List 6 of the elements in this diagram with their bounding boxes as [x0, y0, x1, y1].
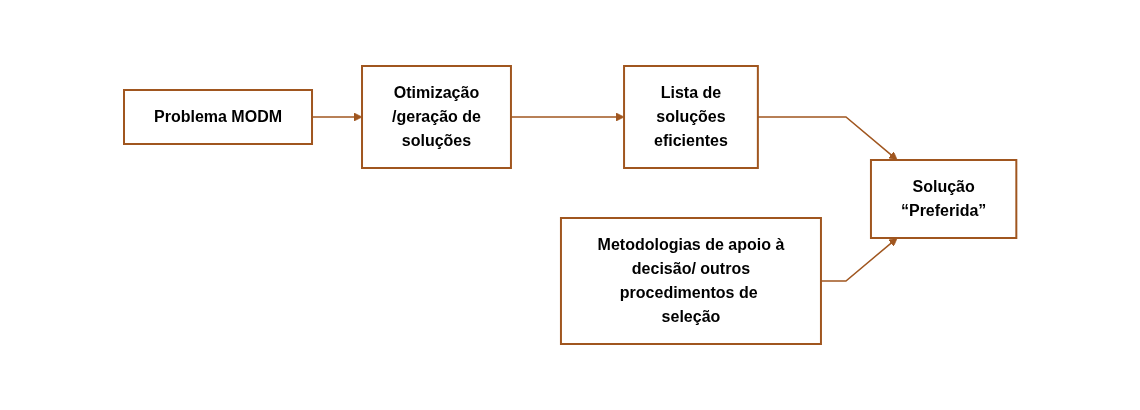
node-box: Problema MODM [122, 89, 313, 145]
node-box: Solução “Preferida” [869, 159, 1018, 239]
arrow [820, 237, 898, 282]
node-box: Lista de soluções eficientes [622, 65, 759, 169]
node-box: Metodologias de apoio à decisão/ outros procedimentos de seleção [559, 217, 822, 345]
node-box: Otimização /geração de soluções [360, 65, 512, 169]
